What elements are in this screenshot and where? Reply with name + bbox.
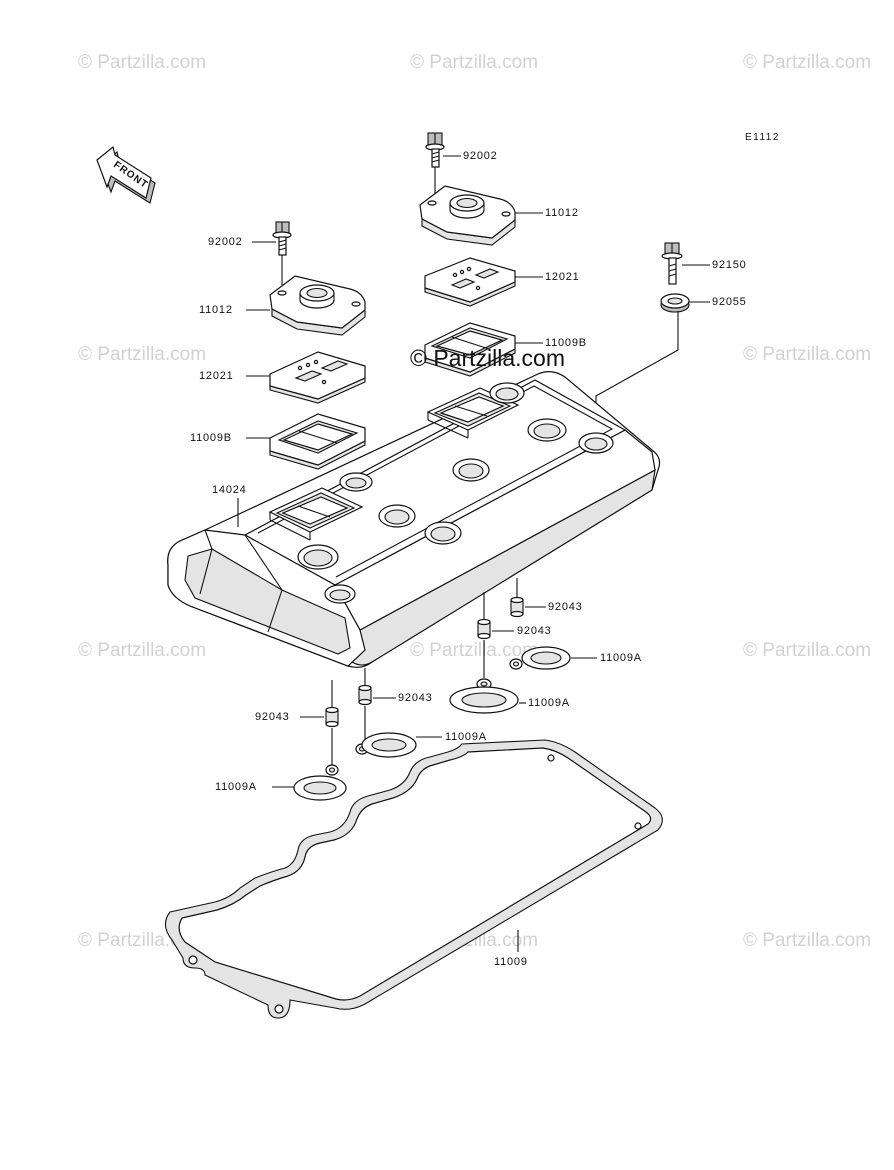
- plug-hole-cover-11012-upper: [419, 185, 516, 246]
- cylinder-head-cover-14024: [167, 371, 661, 668]
- washer-92055: [660, 293, 690, 313]
- plate-12021-lower: [269, 351, 366, 404]
- callout-label: 92043: [255, 711, 290, 723]
- gasket-11009b-lower: [269, 413, 366, 470]
- bolt-92002-upper: [425, 132, 445, 168]
- callout-label: 12021: [545, 271, 580, 283]
- callout-label: 92055: [712, 296, 747, 308]
- callout-label: 92002: [208, 236, 243, 248]
- oring-11009a-2: [449, 678, 519, 714]
- callout-label: 14024: [212, 484, 247, 496]
- watermark: © Partzilla.com: [743, 344, 872, 365]
- watermark-center: © Partzilla.com: [410, 345, 565, 371]
- head-cover-gasket-11009: [164, 739, 663, 1019]
- watermark: © Partzilla.com: [410, 52, 539, 73]
- dowel-pin-92043-1: [510, 596, 524, 618]
- bolt-92150: [661, 242, 683, 285]
- oring-11009a-3: [355, 732, 417, 758]
- watermark: © Partzilla.com: [78, 52, 207, 73]
- callout-label: 92002: [463, 150, 498, 162]
- callout-label: 11009A: [600, 652, 642, 664]
- plate-12021-upper: [424, 257, 516, 307]
- callout-label: 11009A: [445, 731, 487, 743]
- watermark: © Partzilla.com: [78, 640, 207, 661]
- callout-label: 11009B: [190, 432, 232, 444]
- bolt-92002-lower: [272, 221, 292, 256]
- callout-label: 11012: [199, 304, 233, 316]
- callout-label: 11009: [494, 956, 528, 968]
- watermark: © Partzilla.com: [743, 52, 872, 73]
- callout-label: 11009A: [215, 781, 257, 793]
- watermark: © Partzilla.com: [78, 344, 207, 365]
- dowel-pin-92043-2: [477, 618, 491, 640]
- callout-label: 11009A: [528, 697, 570, 709]
- callout-label: 92150: [712, 259, 747, 271]
- watermark: © Partzilla.com: [743, 930, 872, 951]
- dowel-pin-92043-3: [358, 684, 372, 706]
- front-arrow-icon: FRONT: [96, 145, 156, 204]
- callout-label: 92043: [517, 625, 552, 637]
- plug-hole-cover-11012-lower: [269, 275, 366, 336]
- watermark: © Partzilla.com: [410, 640, 539, 661]
- callout-label: 11009B: [545, 337, 587, 349]
- callout-label: 92043: [398, 692, 433, 704]
- callout-label: 11012: [545, 207, 579, 219]
- gasket-11009b-upper: [424, 322, 516, 377]
- callout-label: 12021: [199, 370, 234, 382]
- oring-11009a-4: [293, 764, 347, 801]
- diagram-ref-code: E1112: [745, 132, 780, 143]
- oring-11009a-1: [509, 646, 571, 670]
- watermark: © Partzilla.com: [743, 640, 872, 661]
- callout-label: 92043: [548, 601, 583, 613]
- dowel-pin-92043-4: [325, 706, 339, 728]
